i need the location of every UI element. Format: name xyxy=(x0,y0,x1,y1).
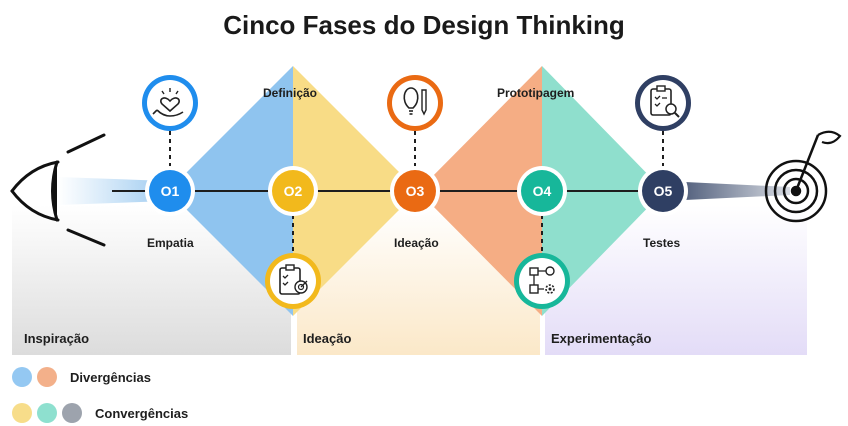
phase-number-4: O4 xyxy=(533,183,552,199)
heart-hand-icon xyxy=(142,75,198,131)
goal-beam xyxy=(664,181,790,201)
legend-swatch xyxy=(12,367,32,387)
phase-number-3: O3 xyxy=(406,183,425,199)
phase-node-4: O4 xyxy=(517,166,567,216)
phase-number-1: O1 xyxy=(161,183,180,199)
target-flag-icon xyxy=(764,130,842,223)
legend-divergence: Divergências xyxy=(12,367,151,387)
eye-icon xyxy=(10,133,106,247)
legend-convergence: Convergências xyxy=(12,403,188,423)
phase-label-2: Definição xyxy=(263,86,318,100)
phase-label-4: Prototipagem xyxy=(497,86,575,100)
legend-swatch xyxy=(62,403,82,423)
lightbulb-pen-icon xyxy=(387,75,443,131)
phase-label-1: Empatia xyxy=(147,236,194,250)
clipboard-target-icon xyxy=(265,253,321,309)
icon-connectors xyxy=(169,131,664,255)
phase-label-3: Ideação xyxy=(394,236,439,250)
legend-swatch xyxy=(12,403,32,423)
zone-label-ideation: Ideação xyxy=(303,331,352,346)
phase-node-1: O1 xyxy=(145,166,195,216)
checklist-magnifier-icon xyxy=(635,75,691,131)
flowchart-gear-icon xyxy=(514,253,570,309)
zone-label-experimentation: Experimentação xyxy=(551,331,652,346)
phase-number-5: O5 xyxy=(654,183,673,199)
phase-number-2: O2 xyxy=(284,183,303,199)
phase-node-3: O3 xyxy=(390,166,440,216)
phase-node-5: O5 xyxy=(638,166,688,216)
phase-label-5: Testes xyxy=(643,236,681,250)
zone-label-inspiration: Inspiração xyxy=(24,331,90,346)
legend-swatch xyxy=(37,403,57,423)
legend-label-convergence: Convergências xyxy=(95,405,189,421)
diagram-title: Cinco Fases do Design Thinking xyxy=(223,10,625,40)
phase-node-2: O2 xyxy=(268,166,318,216)
legend-label-divergence: Divergências xyxy=(70,369,151,385)
legend-swatch xyxy=(37,367,57,387)
